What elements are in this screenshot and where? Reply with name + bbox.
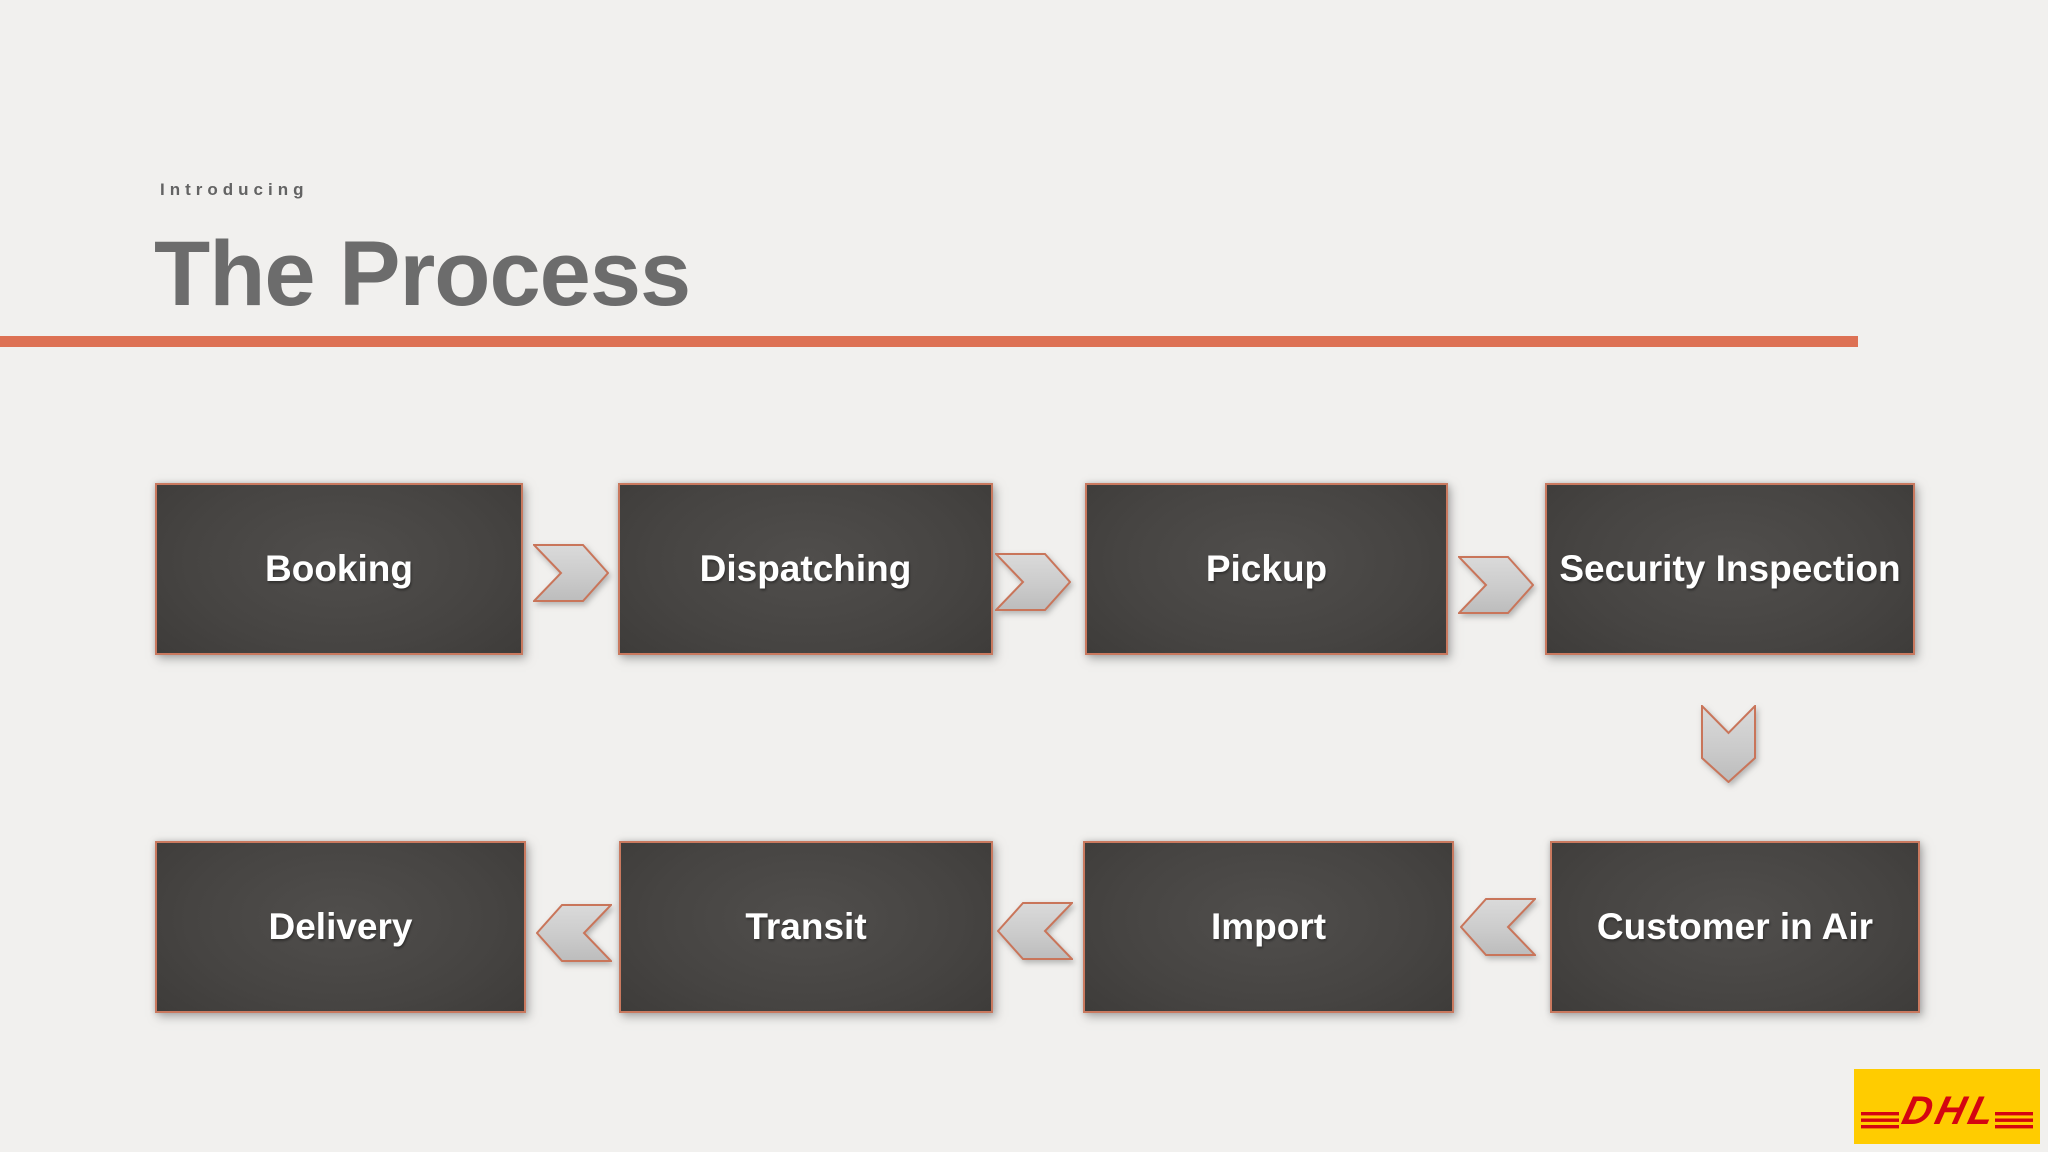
process-step-label: Customer in Air <box>1596 906 1874 947</box>
process-step-transit: Transit <box>619 841 993 1013</box>
process-step-delivery: Delivery <box>155 841 526 1013</box>
process-step-label: Import <box>1210 906 1327 947</box>
process-step-label: Security Inspection <box>1559 548 1901 589</box>
process-step-label: Delivery <box>268 906 413 947</box>
process-step-pickup: Pickup <box>1085 483 1448 655</box>
process-step-import: Import <box>1083 841 1454 1013</box>
chevron-right-icon <box>1458 556 1534 614</box>
chevron-left-icon <box>1460 898 1536 956</box>
chevron-left-icon <box>536 904 612 962</box>
process-step-label: Dispatching <box>699 548 912 589</box>
process-step-label: Pickup <box>1205 548 1328 589</box>
process-step-security-inspection: Security Inspection <box>1545 483 1915 655</box>
process-step-label: Transit <box>745 906 867 947</box>
process-step-dispatching: Dispatching <box>618 483 993 655</box>
page-title: The Process <box>154 223 691 325</box>
chevron-left-icon <box>997 902 1073 960</box>
chevron-right-icon <box>995 553 1071 611</box>
chevron-down-icon <box>1701 705 1756 783</box>
accent-divider <box>0 336 1858 347</box>
chevron-right-icon <box>533 544 609 602</box>
dhl-logo-text: DHL <box>1898 1088 2003 1133</box>
slide-kicker: Introducing <box>160 180 309 199</box>
process-step-customer-in-air: Customer in Air <box>1550 841 1920 1013</box>
process-step-booking: Booking <box>155 483 523 655</box>
dhl-logo: DHL <box>1854 1069 2040 1144</box>
process-step-label: Booking <box>265 548 413 589</box>
